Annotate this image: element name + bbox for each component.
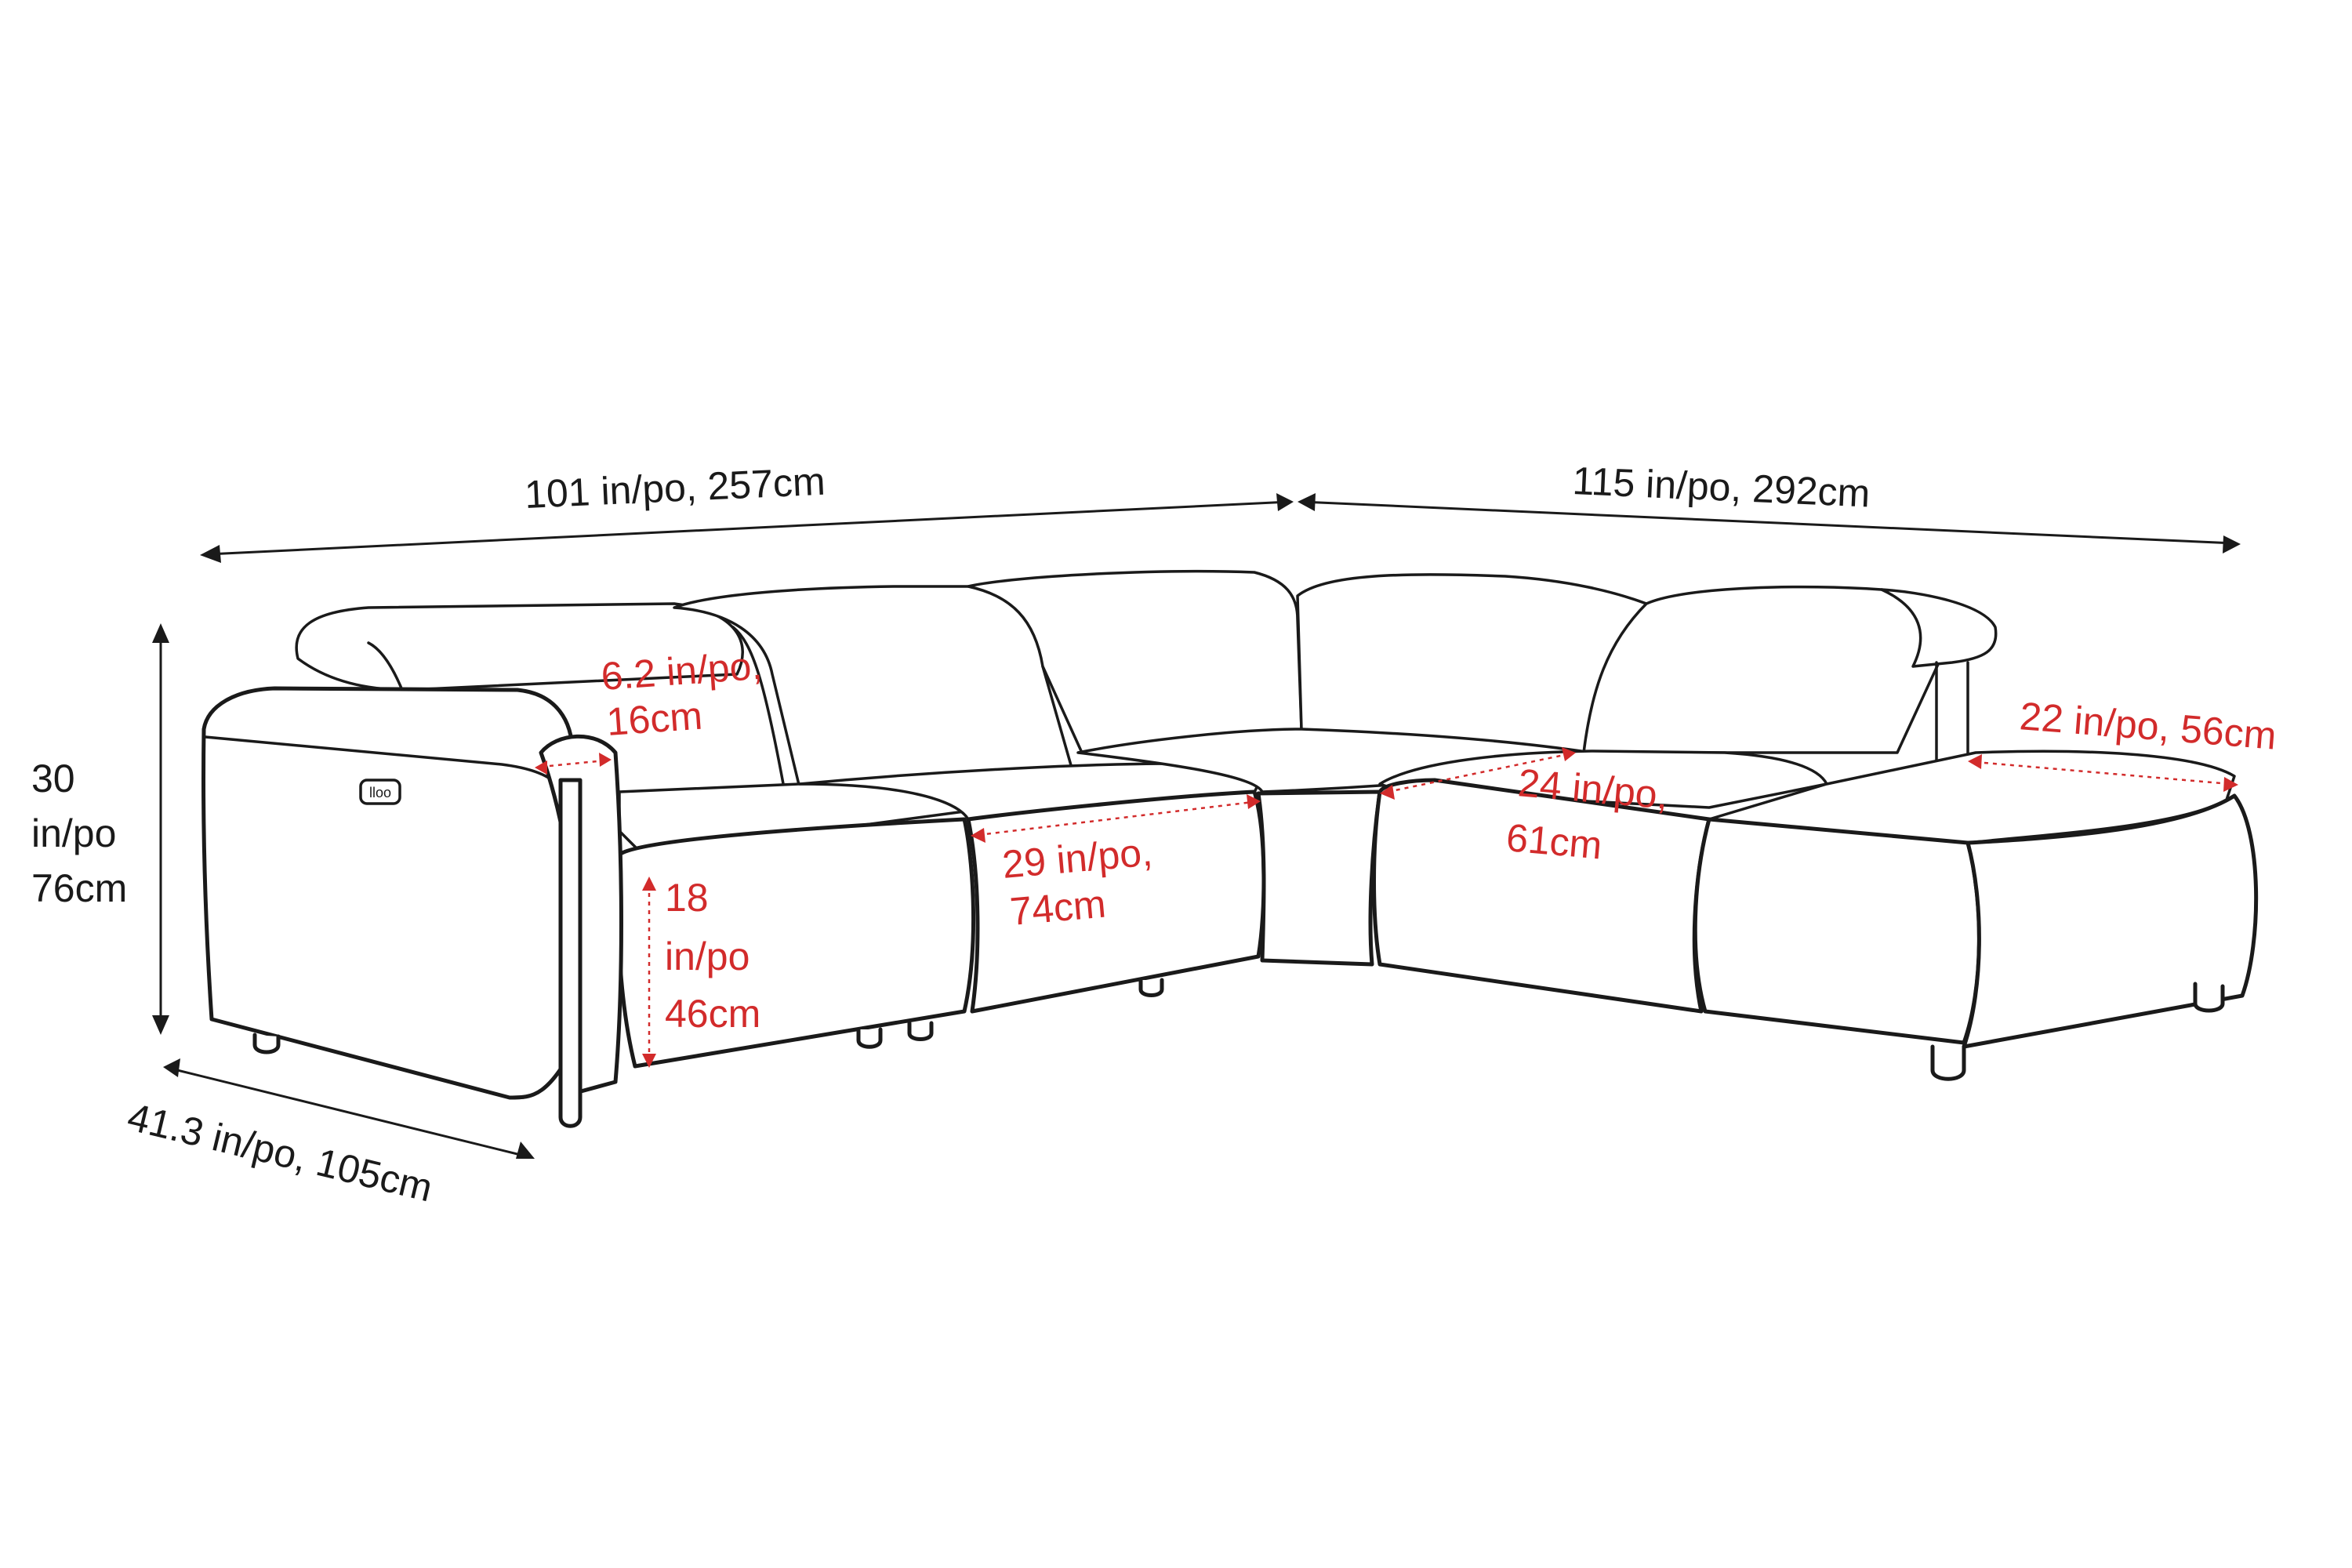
left-width-arrow-end: [1276, 493, 1294, 511]
right-headrest: [1880, 588, 1998, 668]
sofa-legs: [252, 978, 2225, 1081]
height-arrow-bottom: [152, 1015, 169, 1035]
seat-width-arrow-start: [971, 828, 985, 843]
right-width-arrow-end: [2223, 535, 2241, 554]
left-armrest: lloo: [201, 686, 623, 1128]
leg-left-back: [252, 1033, 281, 1054]
left-width-arrow-start: [200, 545, 221, 563]
leg-center: [1138, 978, 1164, 997]
seat-front-corner: [1256, 789, 1382, 967]
recliner-control-glyph: lloo: [369, 785, 391, 800]
seat-width-label-line2: 74cm: [1008, 882, 1108, 934]
seat-width-arrow-end: [1247, 794, 1261, 809]
corner-back-cushion: [1296, 573, 1648, 754]
height-label-line1: 30: [31, 757, 75, 800]
seat-height-label-line1: 18: [665, 876, 709, 920]
right-back-cushion: [1582, 585, 1946, 754]
chaise-width-label: 22 in/po, 56cm: [2018, 694, 2278, 758]
center-left-back-cushion: [967, 569, 1303, 754]
armrest-arrow-end: [599, 753, 612, 767]
detail-dimension-lines: [535, 747, 2238, 1068]
corner-depth-arrow-end: [1562, 747, 1576, 761]
leg-center-left: [907, 1021, 934, 1041]
chaise-end: [1962, 793, 2259, 1049]
seat-height-arrow-top: [642, 877, 656, 891]
depth-arrow-end: [516, 1142, 535, 1159]
armrest-arrow-start: [535, 760, 547, 775]
leg-chaise-back: [2193, 982, 2225, 1013]
armrest-label-line2: 16cm: [605, 694, 704, 744]
left-width-label: 101 in/po, 257cm: [524, 459, 826, 517]
height-arrow-top: [152, 623, 169, 643]
right-headrest-stem: [1935, 661, 1969, 770]
seat-front-chaise: [1693, 817, 1981, 1045]
armrest-width-line: [540, 759, 606, 768]
overall-dimension-lines: [152, 493, 2241, 1159]
leg-chaise-front: [1930, 1044, 1966, 1081]
leg-left-front: [856, 1027, 883, 1049]
right-width-line: [1301, 500, 2235, 545]
sectional-sofa-drawing: lloo: [201, 569, 2259, 1128]
corner-depth-label-line2: 61cm: [1504, 815, 1604, 867]
recliner-control-button[interactable]: [359, 779, 401, 805]
chaise-width-arrow-start: [1968, 754, 1982, 769]
corner-depth-arrow-start: [1380, 785, 1395, 800]
height-label-line2: in/po: [31, 811, 116, 855]
seat-height-arrow-bottom: [642, 1054, 656, 1068]
seat-width-line: [978, 800, 1254, 837]
back-cushions: [295, 569, 1998, 789]
right-width-arrow-start: [1298, 493, 1316, 511]
left-back-cushion-crease: [731, 626, 786, 789]
right-width-label: 115 in/po, 292cm: [1572, 459, 1871, 516]
left-width-line: [207, 500, 1290, 556]
seat-fronts: [615, 778, 2259, 1069]
depth-arrow-start: [163, 1058, 180, 1077]
seat-height-label-line2: in/po: [665, 935, 750, 978]
depth-label: 41.3 in/po, 105cm: [123, 1094, 437, 1210]
chaise-width-arrow-end: [2223, 777, 2238, 792]
seat-height-label-line3: 46cm: [665, 992, 760, 1036]
armrest-leg-bar: [558, 778, 583, 1128]
depth-line: [170, 1067, 528, 1158]
height-label-line3: 76cm: [31, 866, 127, 910]
seat-top-corner: [1076, 728, 1593, 793]
